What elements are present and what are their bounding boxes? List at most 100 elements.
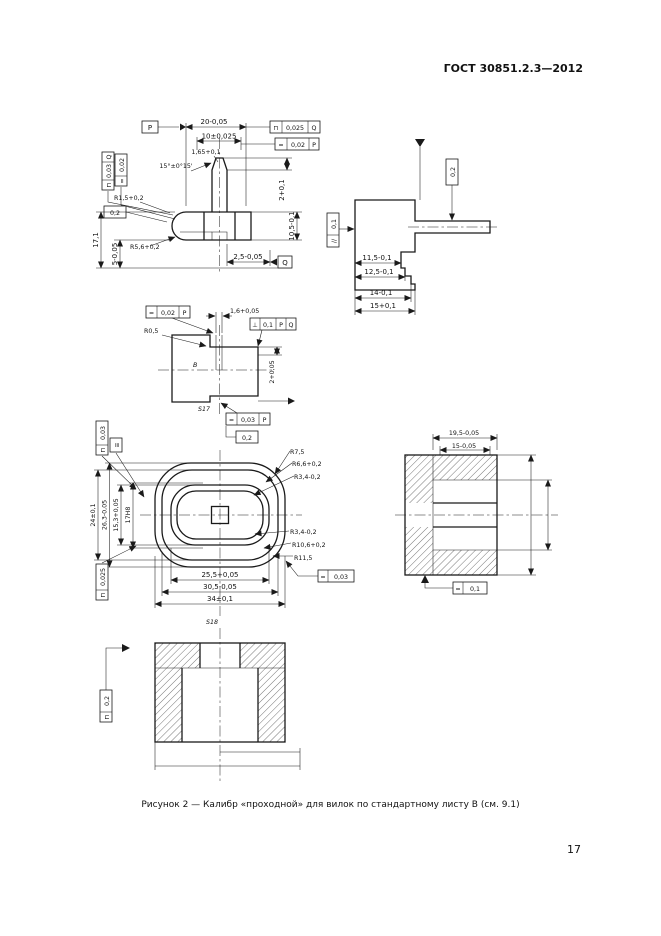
s-mark-label: S18	[206, 619, 218, 626]
oval-face-view: 24±0,1 26,3-0,05 15,3+0,05 17Н8 ⊓ 0,03	[90, 420, 355, 626]
fcf-symbol: =	[278, 142, 283, 149]
radius-label: R6,6+0,2	[292, 461, 322, 468]
svg-text:0,02: 0,02	[161, 310, 175, 317]
fcf-value: 0,025	[286, 125, 304, 132]
svg-text:P: P	[279, 322, 283, 329]
dim-label-20: 20-0,05	[200, 118, 227, 126]
dim-label-24: 24±0,1	[90, 503, 97, 526]
dim-label-305: 30,5-0,05	[203, 583, 237, 591]
svg-text:⊓: ⊓	[100, 448, 107, 453]
dim-label-115: 11,5-0,1	[362, 254, 391, 262]
svg-text:0,1: 0,1	[470, 586, 480, 593]
dim-label-255: 25,5+0,05	[201, 571, 238, 579]
svg-text:=: =	[229, 417, 234, 424]
dim-label-195: 19,5-0,05	[449, 430, 479, 437]
fcf-value: 0,02	[291, 142, 305, 149]
fcf-frame-flatness-2: ⊓ 0,025	[95, 563, 109, 601]
dim-label-2: 2+0,05	[269, 360, 276, 383]
fcf-datum: P	[312, 142, 316, 149]
datum-triangle	[421, 575, 429, 583]
svg-text:0,02: 0,02	[119, 158, 126, 172]
svg-text:⊓: ⊓	[104, 715, 111, 720]
svg-text:=: =	[455, 586, 460, 593]
radius-label-r56: R5,6+0,2	[130, 244, 160, 251]
datum-label-q: Q	[282, 259, 288, 267]
bottom-section-view: ⊓ 0,2	[99, 628, 301, 782]
datum-triangle	[180, 123, 186, 131]
dim-label-14: 14-0,1	[370, 289, 393, 297]
document-header: ГОСТ 30851.2.3—2012	[443, 62, 583, 75]
dim-label-5: 5-0,05	[111, 243, 119, 266]
svg-text:0,1: 0,1	[331, 219, 338, 229]
svg-text:0,03: 0,03	[334, 574, 348, 581]
svg-text:=: =	[119, 178, 126, 183]
fcf-symbol: ⊓	[274, 125, 279, 132]
fcf-frame-flatness: ⊓ 0,03	[95, 420, 109, 456]
svg-text:0,03: 0,03	[106, 164, 113, 178]
dim-label-2: 2+0,1	[278, 179, 286, 200]
svg-text:⊓: ⊓	[100, 593, 107, 598]
fcf-frame-01	[452, 581, 488, 595]
page-number: 17	[567, 843, 581, 856]
fcf-frame-position	[249, 317, 297, 331]
svg-text:0,03: 0,03	[100, 426, 107, 440]
svg-text:0,2: 0,2	[110, 210, 120, 217]
stem-detail-view: = 0,02 P 1,6+0,05 R0,5 ⊥ 0,1 P Q В 2+	[144, 305, 297, 444]
radius-label: R3,4-0,2	[290, 529, 317, 536]
radius-label: R11,5	[294, 555, 312, 562]
svg-text:⊥: ⊥	[252, 322, 258, 329]
datum-frame-q	[277, 255, 293, 269]
dim-label-125: 12,5-0,1	[364, 268, 393, 276]
svg-text:≡: ≡	[114, 442, 121, 447]
svg-text:0,025: 0,025	[100, 568, 107, 586]
svg-text:P: P	[183, 310, 187, 317]
datum-triangle	[122, 644, 130, 652]
datum-label-p: P	[148, 124, 152, 132]
datum-triangle	[288, 397, 295, 405]
radius-label: R10,6+0,2	[292, 542, 326, 549]
s-mark-label: S17	[198, 406, 210, 413]
svg-text:P: P	[263, 417, 267, 424]
dim-label-171: 17,1	[92, 232, 100, 248]
dim-label-15: 15+0,1	[370, 302, 396, 310]
dim-label-34: 34±0,1	[207, 595, 233, 603]
datum-triangle	[415, 139, 425, 147]
radius-label-r05: R0,5	[144, 328, 158, 335]
fcf-frame-parallelism: // 0,1	[326, 212, 340, 248]
dim-label-153: 15,3+0,05	[113, 498, 120, 531]
dim-label-165: 1,65+0,1	[191, 149, 220, 156]
fcf-datum: Q	[312, 125, 317, 132]
radius-label-r15: R1,5+0,2	[114, 195, 144, 202]
dim-label-263: 26,3-0,05	[102, 500, 109, 530]
svg-text://: //	[331, 238, 338, 243]
svg-text:=: =	[320, 574, 325, 581]
radius-label: R3,4-0,2	[294, 474, 321, 481]
dim-label-17h8: 17Н8	[125, 507, 132, 524]
svg-text:=: =	[149, 310, 154, 317]
radius-label: R7,5	[290, 449, 304, 456]
svg-text:Q: Q	[106, 154, 113, 159]
svg-text:0,1: 0,1	[263, 322, 273, 329]
svg-text:Q: Q	[289, 322, 294, 329]
view-letter-label: В	[193, 362, 197, 369]
fcf-frame-02: 0,2	[445, 158, 459, 186]
svg-text:0,2: 0,2	[450, 167, 457, 177]
svg-text:0,2: 0,2	[242, 435, 252, 442]
dim-label-15: 15-0,05	[452, 443, 476, 450]
svg-text:0,03: 0,03	[241, 417, 255, 424]
fcf-frame-left-2: = 0,02	[114, 153, 128, 187]
svg-text:⊓: ⊓	[106, 183, 113, 188]
side-view-drawing: 11,5-0,1 12,5-0,1 14-0,1 15+0,1 // 0,1 0…	[326, 139, 498, 315]
datum-triangle	[270, 258, 277, 266]
dim-label-25: 2,5-0,05	[233, 253, 262, 261]
fcf-frame-02: ⊓ 0,2	[99, 689, 113, 723]
dim-label-105: 10,5-0,1	[288, 211, 296, 240]
angle-label: 15°±0°15'	[159, 162, 193, 170]
fcf-frame-symbol: ≡	[109, 437, 123, 453]
fcf-frame-left-1: ⊓ 0,03 Q	[101, 151, 115, 191]
dim-label-16: 1,6+0,05	[230, 308, 259, 315]
front-view-drawing: 20-0,05 P ⊓ 0,025 Q 10±0,025 = 0,02	[92, 118, 321, 272]
dim-label-10: 10±0,025	[202, 133, 237, 141]
